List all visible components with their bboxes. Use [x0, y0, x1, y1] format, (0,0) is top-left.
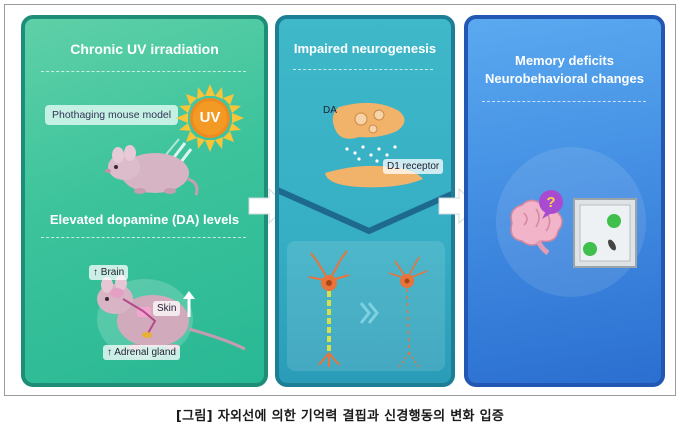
hairless-mouse-icon: [105, 145, 199, 196]
panel2-title: Impaired neurogenesis: [293, 41, 437, 56]
sun-icon: [176, 84, 244, 152]
adrenal-gland-label-text: Adrenal gland: [114, 347, 176, 358]
figure-frame: Chronic UV irradiation Phothaging mouse …: [4, 4, 676, 396]
skin-label: Skin: [153, 301, 181, 316]
panel-impaired-neurogenesis: Impaired neurogenesis DA D1 receptor: [275, 15, 455, 387]
up-arrow-icon: [183, 291, 195, 317]
brain-label: ↑ Brain: [89, 265, 129, 280]
svg-text:?: ?: [546, 194, 555, 211]
neurons-box: [287, 241, 445, 371]
neurons-illustration: [308, 250, 428, 368]
d1-receptor-label: D1 receptor: [383, 159, 444, 174]
da-label: DA: [323, 105, 337, 116]
adrenal-gland-label: ↑ Adrenal gland: [103, 345, 180, 360]
panel3-title-line1: Memory deficits: [515, 53, 614, 68]
figure-caption: [그림] 자외선에 의한 기억력 결핍과 신경행동의 변화 입증: [175, 409, 505, 424]
sun-uv-label: UV: [199, 109, 221, 126]
panel3-title-line2: Neurobehavioral changes: [485, 71, 644, 86]
panel-uv-irradiation: Chronic UV irradiation Phothaging mouse …: [21, 15, 268, 387]
panel-memory-deficits: Memory deficits Neurobehavioral changes …: [464, 15, 665, 387]
panel3-divider: [482, 101, 646, 102]
panel1-divider-mid: [41, 237, 246, 238]
v-divider-shape: [279, 187, 451, 235]
panel1-divider-top: [41, 71, 246, 72]
panel2-divider: [293, 69, 433, 70]
photoaging-model-tag: Phothaging mouse model: [45, 105, 179, 125]
brain-label-text: Brain: [100, 267, 125, 278]
question-mark-icon: ?: [539, 190, 563, 219]
panel1-title: Chronic UV irradiation: [70, 41, 219, 57]
object-recognition-box: [573, 198, 637, 268]
panel1-subtitle: Elevated dopamine (DA) levels: [49, 212, 240, 227]
skin-label-text: Skin: [157, 303, 177, 314]
